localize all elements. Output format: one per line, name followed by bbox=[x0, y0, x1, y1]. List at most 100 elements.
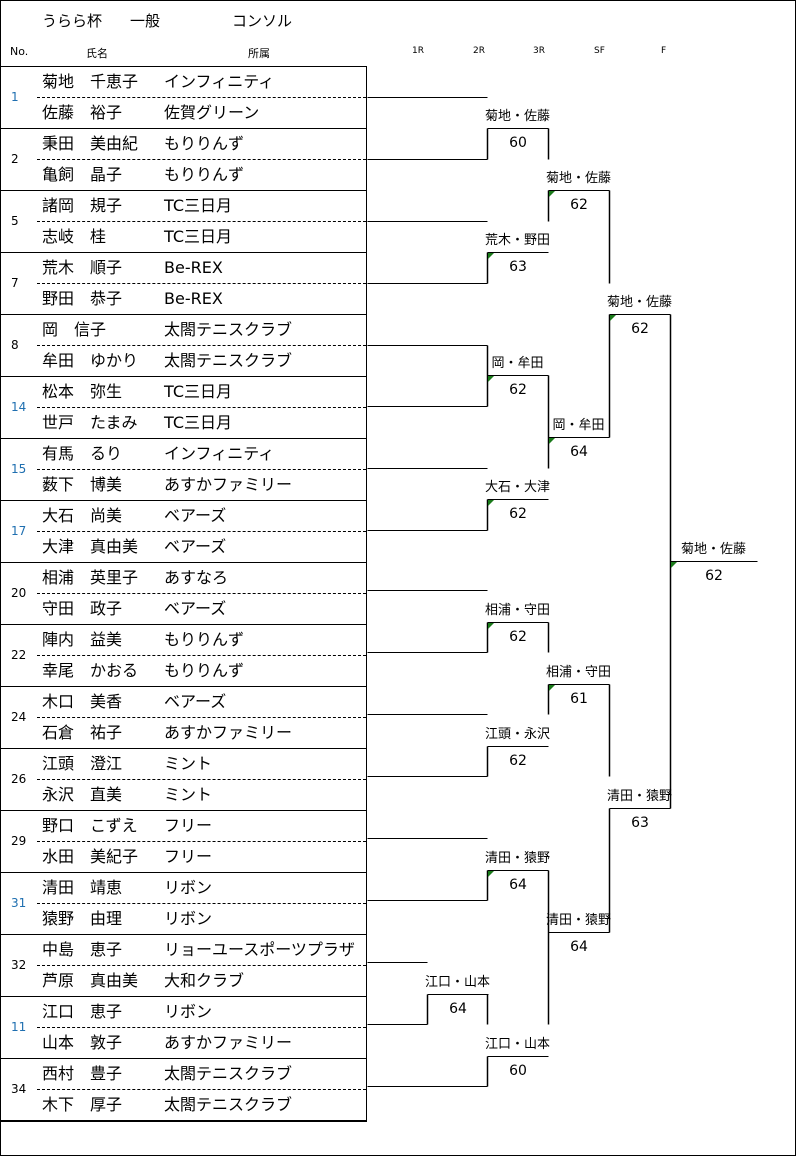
player-row: 石倉 祐子あすかファミリー bbox=[42, 718, 292, 748]
player-row: 芦原 真由美大和クラブ bbox=[42, 966, 244, 996]
player-affiliation: インフィニティ bbox=[164, 444, 275, 463]
entry-number: 26 bbox=[11, 772, 27, 786]
comment-indicator-icon[interactable] bbox=[488, 871, 494, 877]
match-score: 61 bbox=[570, 691, 588, 707]
player-affiliation: インフィニティ bbox=[164, 72, 275, 91]
winner-label: 菊地・佐藤 bbox=[484, 109, 550, 124]
entry-number: 20 bbox=[11, 586, 27, 600]
winner-label: 岡・牟田 bbox=[491, 356, 544, 371]
player-affiliation: 太閤テニスクラブ bbox=[164, 351, 293, 370]
player-name: 牟田 ゆかり bbox=[42, 351, 139, 370]
winner-label: 菊地・佐藤 bbox=[680, 542, 746, 557]
match-score: 62 bbox=[509, 753, 527, 769]
match-score: 63 bbox=[631, 815, 649, 831]
comment-indicator-icon[interactable] bbox=[488, 623, 494, 629]
player-row: 佐藤 裕子 佐賀グリーン bbox=[42, 98, 259, 128]
match-score: 64 bbox=[449, 1001, 467, 1017]
pair-divider bbox=[37, 717, 366, 718]
player-row: 守田 政子ベアーズ bbox=[42, 594, 226, 624]
player-affiliation: もりりんず bbox=[164, 661, 245, 680]
col-header-affiliation: 所属 bbox=[248, 47, 270, 60]
winner-label: 岡・牟田 bbox=[552, 418, 605, 433]
player-row: 大津 真由美 ベアーズ bbox=[42, 532, 226, 562]
player-name: 野田 恭子 bbox=[42, 289, 123, 308]
pair-divider bbox=[37, 655, 366, 656]
player-affiliation: リボン bbox=[164, 909, 213, 928]
player-row: 牟田 ゆかり 太閤テニスクラブ bbox=[42, 346, 292, 376]
pair-divider bbox=[37, 593, 366, 594]
comment-indicator-icon[interactable] bbox=[488, 500, 494, 506]
player-row: 有馬 るりインフィニティ bbox=[42, 439, 274, 469]
comment-indicator-icon[interactable] bbox=[549, 191, 555, 197]
player-name: 大石 尚美 bbox=[42, 506, 123, 525]
player-row: 江口 恵子リボン bbox=[42, 997, 212, 1027]
player-name: 大津 真由美 bbox=[42, 537, 139, 556]
player-affiliation: ベアーズ bbox=[164, 537, 227, 556]
player-row: 江頭 澄江ミント bbox=[42, 749, 212, 779]
match-score: 64 bbox=[570, 939, 588, 955]
player-name: 幸尾 かおる bbox=[42, 661, 139, 680]
entry-number: 11 bbox=[11, 1020, 27, 1034]
player-affiliation: 大和クラブ bbox=[164, 971, 245, 990]
match-score: 60 bbox=[509, 135, 527, 151]
entry-number: 17 bbox=[11, 524, 27, 538]
player-row: 中島 恵子リョーユースポーツプラザ bbox=[42, 935, 355, 965]
comment-indicator-icon[interactable] bbox=[549, 685, 555, 691]
player-name: 亀飼 晶子 bbox=[42, 165, 123, 184]
player-affiliation: ベアーズ bbox=[164, 599, 227, 618]
player-row: 幸尾 かおる もりりんず bbox=[42, 656, 244, 686]
player-name: 佐藤 裕子 bbox=[42, 103, 123, 122]
player-name: 松本 弥生 bbox=[42, 382, 123, 401]
entry-number: 7 bbox=[11, 276, 19, 290]
match-score: 62 bbox=[509, 382, 527, 398]
match-score: 63 bbox=[509, 259, 527, 275]
entry-number: 5 bbox=[11, 214, 19, 228]
player-name: 木口 美香 bbox=[42, 692, 123, 711]
comment-indicator-icon[interactable] bbox=[488, 253, 494, 259]
player-name: 菊地 千恵子 bbox=[42, 72, 139, 91]
entry-number: 8 bbox=[11, 338, 19, 352]
player-affiliation: あすかファミリー bbox=[164, 475, 293, 494]
entry-pair: 26 江頭 澄江ミント永沢 直美ミント bbox=[1, 749, 367, 811]
comment-indicator-icon[interactable] bbox=[610, 315, 616, 321]
pair-divider bbox=[37, 97, 366, 98]
player-name: 中島 恵子 bbox=[42, 940, 123, 959]
player-row: 清田 靖恵 リボン bbox=[42, 873, 212, 903]
winner-label: 清田・猿野 bbox=[484, 851, 550, 866]
event-title: うらら杯 bbox=[42, 12, 103, 30]
player-name: 陣内 益美 bbox=[42, 630, 123, 649]
comment-indicator-icon[interactable] bbox=[488, 376, 494, 382]
player-name: 猿野 由理 bbox=[42, 909, 123, 928]
entry-number: 24 bbox=[11, 710, 27, 724]
pair-divider bbox=[37, 407, 366, 408]
player-affiliation: 佐賀グリーン bbox=[164, 103, 260, 122]
player-row: 相浦 英里子あすなろ bbox=[42, 563, 228, 593]
player-affiliation: リボン bbox=[164, 878, 213, 897]
match-score: 64 bbox=[509, 877, 527, 893]
comment-indicator-icon[interactable] bbox=[671, 562, 677, 568]
player-row: 猿野 由理 リボン bbox=[42, 904, 212, 934]
player-name: 清田 靖恵 bbox=[42, 878, 123, 897]
pair-divider bbox=[37, 283, 366, 284]
round-header-sf: SF bbox=[594, 46, 605, 56]
comment-indicator-icon[interactable] bbox=[549, 438, 555, 444]
player-row: 山本 敦子あすかファミリー bbox=[42, 1028, 292, 1058]
player-row: 陣内 益美もりりんず bbox=[42, 625, 244, 655]
winner-label: 菊地・佐藤 bbox=[606, 295, 672, 310]
player-name: 諸岡 規子 bbox=[42, 196, 123, 215]
player-affiliation: ベアーズ bbox=[164, 506, 227, 525]
player-name: 相浦 英里子 bbox=[42, 568, 139, 587]
player-name: 石倉 祐子 bbox=[42, 723, 123, 742]
player-row: 永沢 直美ミント bbox=[42, 780, 212, 810]
player-name: 西村 豊子 bbox=[42, 1064, 123, 1083]
col-header-no: No. bbox=[10, 45, 29, 58]
player-affiliation: もりりんず bbox=[164, 165, 245, 184]
player-name: 永沢 直美 bbox=[42, 785, 123, 804]
